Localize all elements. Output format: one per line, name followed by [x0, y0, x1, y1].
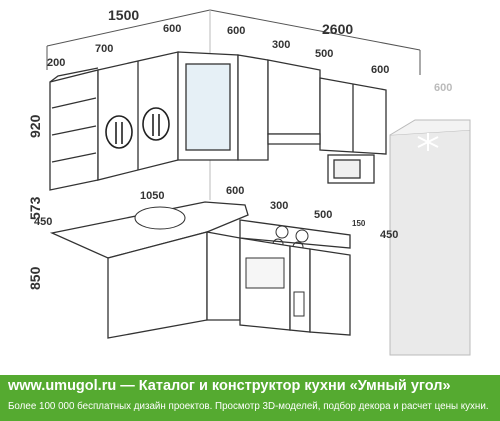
sink: [134, 206, 186, 230]
upper-right-cabinets: [237, 54, 387, 161]
wall-right-top-edge: [209, 9, 421, 51]
footer-subtitle: Более 100 000 бесплатных дизайн проектов…: [8, 401, 489, 412]
cutlery-icon: [105, 107, 170, 149]
microwave: [327, 154, 375, 184]
dim-backsplash-height: 573: [27, 196, 43, 220]
footer-title[interactable]: www.umugol.ru — Каталог и конструктор ку…: [8, 378, 451, 394]
dim-stove-width: 600: [226, 185, 244, 197]
dim-top-left-width: 1500: [108, 7, 139, 23]
kitchen-diagram: 1500 2600 200 700 600 600 300 500 600 60…: [27, 7, 471, 356]
dim-upper-hood-cabinet: 300: [272, 39, 290, 51]
dim-base-right-cabinet: 500: [314, 209, 332, 221]
dim-shelf-depth: 200: [47, 57, 65, 69]
dim-upper-corner-cabinet: 600: [163, 23, 181, 35]
dim-upper-corner-right: 600: [227, 25, 245, 37]
dim-fridge-depth: 600: [434, 82, 452, 94]
dim-upper-right-cabinet: 600: [371, 64, 389, 76]
dim-dishwasher-width: 300: [270, 200, 288, 212]
dim-counter-depth-right: 450: [380, 229, 398, 241]
oven: [245, 257, 285, 289]
dim-top-right-width: 2600: [322, 21, 353, 37]
bottle-icon: [293, 291, 305, 317]
wall-left-top-edge: [46, 9, 211, 47]
dim-counter-sink-length: 1050: [140, 190, 164, 202]
dim-gap-to-fridge: 150: [352, 219, 366, 228]
base-cabinets: [107, 231, 351, 339]
footer-banner: www.umugol.ru — Каталог и конструктор ку…: [0, 375, 500, 421]
fridge: [389, 119, 471, 356]
dim-upper-height: 920: [27, 114, 43, 138]
upper-left-cabinets: [97, 51, 179, 181]
dim-upper-mid-cabinet: 500: [315, 48, 333, 60]
dim-counter-depth-left: 450: [34, 216, 52, 228]
upper-corner-glass-cabinet: [177, 51, 239, 161]
dim-upper-left-cabinet: 700: [95, 43, 113, 55]
snowflake-icon: [417, 133, 439, 151]
range-hood: [267, 133, 321, 145]
dim-base-height: 850: [27, 266, 43, 290]
open-shelves: [49, 67, 99, 191]
